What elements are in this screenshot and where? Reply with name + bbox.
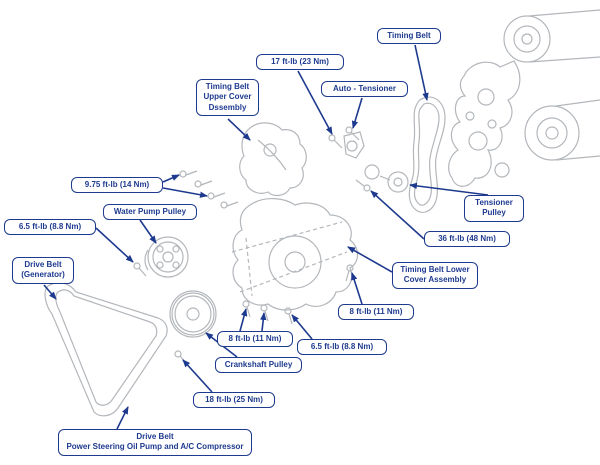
callout-torque-8-right: 8 ft-lb (11 Nm) [338,304,414,321]
callout-torque-8-center: 8 ft-lb (11 Nm) [217,331,293,348]
callout-crankshaft-pulley: Crankshaft Pulley [215,357,302,374]
callout-drive-belt-ps-ac: Drive Belt Power Steering Oil Pump and A… [58,429,252,456]
callout-torque-17: 17 ft-lb (23 Nm) [256,54,344,71]
arrow-torque-8-center-b [260,312,267,332]
arrow-timing-belt [414,44,429,101]
arrow-auto-tensioner [351,97,363,129]
callout-timing-belt: Timing Belt [377,28,441,45]
timing-belt-art [408,96,446,213]
parts-artwork [44,9,600,417]
arrow-torque-17 [297,70,333,135]
callout-upper-cover: Timing Belt Upper Cover Dssembly [196,79,259,117]
arrow-tensioner-pulley [409,182,489,196]
callout-water-pump-pulley: Water Pump Pulley [103,204,197,221]
arrow-upper-cover [227,118,251,141]
callout-torque-18: 18 ft-lb (25 Nm) [193,392,275,409]
arrow-torque-9-75-b [162,187,208,198]
arrow-torque-8-center-a [239,308,248,332]
engine-block-art [448,9,600,187]
callout-lower-cover: Timing Belt Lower Cover Assembly [392,262,478,289]
callout-drive-belt-generator: Drive Belt (Generator) [12,257,74,284]
lower-cover-art [231,198,359,311]
arrow-drive-belt-generator [43,284,57,300]
crankshaft-pulley-art [169,290,217,338]
arrow-torque-6-5-center [291,314,313,340]
callout-torque-36: 36 ft-lb (48 Nm) [424,231,510,248]
callout-auto-tensioner: Auto - Tensioner [321,81,408,98]
arrow-water-pump-pulley [139,219,157,244]
callout-torque-6-5-left: 6.5 ft-lb (8.8 Nm) [4,219,96,236]
callout-arrows [43,44,489,430]
generator-belt-art [44,282,168,417]
arrow-lower-cover [347,246,393,273]
tensioner-pulley-art [364,164,409,193]
arrow-torque-8-right [351,272,363,305]
arrow-drive-belt-ps-ac [116,406,129,430]
arrow-torque-18 [182,359,213,393]
arrow-torque-6-5-left [95,227,134,263]
auto-tensioner-art [343,131,365,159]
callout-tensioner-pulley: Tensioner Pulley [464,195,524,222]
arrow-torque-36 [370,190,425,240]
water-pump-pulley-art [144,236,189,278]
callout-torque-9-75: 9.75 ft-lb (14 Nm) [71,177,163,194]
callout-torque-6-5-center: 6.5 ft-lb (8.8 Nm) [297,339,387,356]
upper-cover-art [239,122,307,197]
arrow-torque-9-75-a [162,174,180,183]
bolts-art [133,126,371,365]
